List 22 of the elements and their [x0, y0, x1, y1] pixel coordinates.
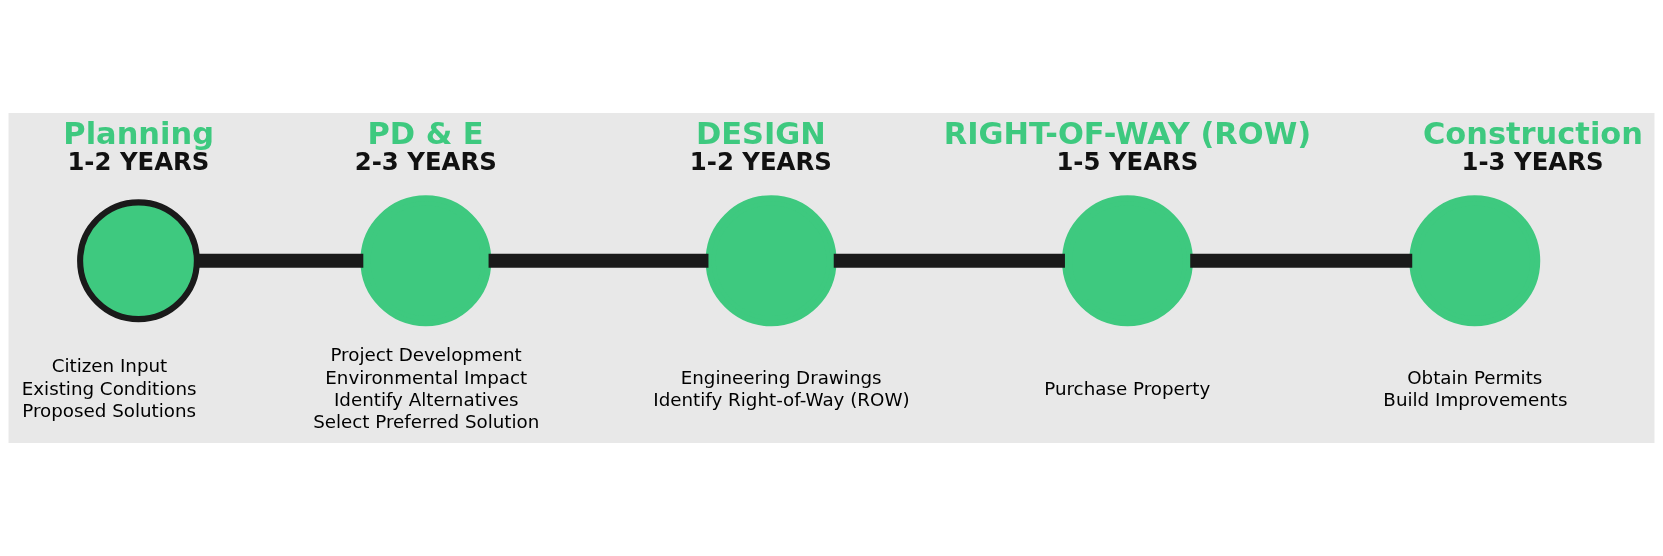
node-circle — [705, 195, 837, 327]
node-label: Select Preferred Solution — [313, 411, 540, 433]
node-label: Identify Alternatives — [333, 388, 519, 410]
node-label: Proposed Solutions — [22, 400, 197, 422]
node-label: Obtain Permits — [1407, 366, 1543, 388]
connector — [833, 253, 1065, 268]
connector — [1190, 253, 1413, 268]
node-label: Build Improvements — [1383, 388, 1568, 410]
connector — [488, 253, 709, 268]
node-circle — [77, 199, 200, 323]
node-label: Engineering Drawings — [680, 366, 882, 388]
node-label: Existing Conditions — [21, 377, 197, 399]
node-label: Identify Right-of-Way (ROW) — [653, 388, 910, 410]
node-label: Purchase Property — [1044, 377, 1211, 399]
node-circle — [1062, 195, 1193, 327]
node-label: Environmental Impact — [325, 366, 528, 388]
node-circle — [360, 195, 492, 327]
connector — [197, 253, 364, 268]
node-label: Planning — [63, 116, 214, 152]
node-label: Project Development — [330, 344, 522, 366]
node-label: Citizen Input — [51, 355, 168, 377]
node-circle — [1409, 195, 1541, 327]
